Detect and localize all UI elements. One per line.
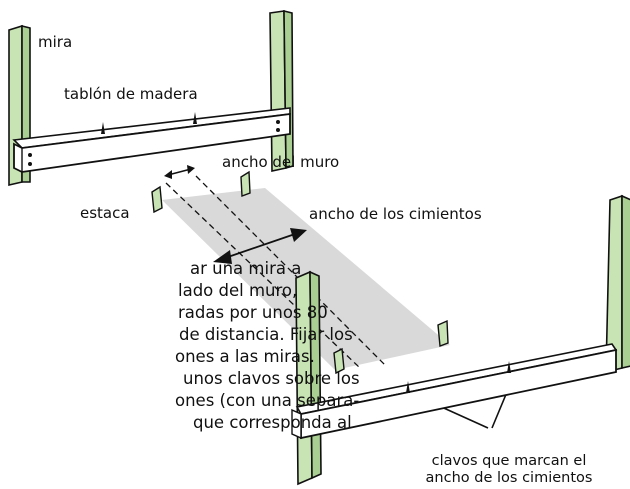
stake-back-left	[151, 185, 163, 214]
stake-front-right	[437, 319, 449, 347]
label-estaca: estaca	[80, 204, 130, 222]
back-board-nail	[28, 153, 32, 157]
label-clavos-line1: clavos que marcan el	[432, 453, 587, 469]
stake-front-left	[333, 347, 345, 375]
back-right-post-side	[283, 9, 294, 170]
back-top-nail-right	[193, 112, 197, 124]
back-top-nail-left	[101, 122, 105, 134]
body-text-line: de distancia. Fijar los	[179, 325, 353, 344]
label-mira: mira	[38, 33, 72, 51]
body-text-line: ones a las miras.	[175, 347, 315, 366]
front-top-nail-right	[507, 361, 511, 373]
body-text-line: que corresponda al	[193, 413, 352, 432]
label-clavos-line2: ancho de los cimientos	[426, 470, 593, 486]
back-board-nail	[28, 162, 32, 166]
wall-line-right	[195, 175, 386, 366]
front-board-end	[291, 408, 302, 440]
front-right-post-side	[621, 194, 630, 369]
back-board-nail	[276, 120, 280, 124]
label-ancho-muro: ancho del muro	[222, 153, 339, 171]
label-tablon: tablón de madera	[64, 85, 198, 103]
body-text-line: radas por unos 80	[178, 303, 328, 322]
label-ancho-cimientos: ancho de los cimientos	[309, 205, 482, 223]
front-top-nail-left	[406, 381, 410, 393]
wall-line-left	[165, 182, 361, 369]
body-text-line: ones (con una separa-	[175, 391, 360, 410]
body-text-line: ar una mira a	[190, 259, 302, 278]
back-board-nail	[276, 128, 280, 132]
body-text-line: unos clavos sobre los	[183, 369, 360, 388]
stake-back-right	[240, 170, 251, 197]
body-text-line: lado del muro,	[178, 281, 298, 300]
foundation-width-arrow	[224, 233, 296, 259]
